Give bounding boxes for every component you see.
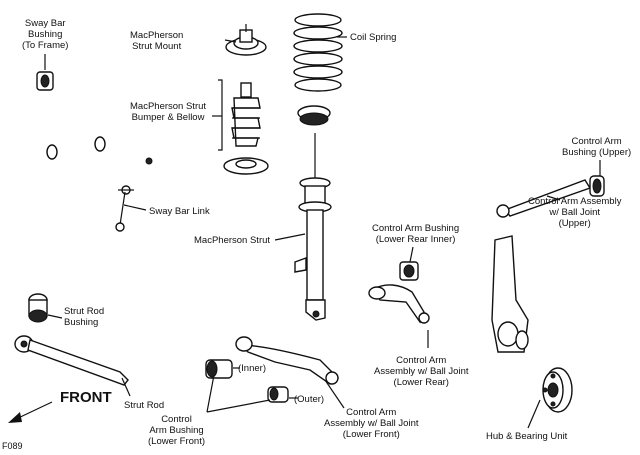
label-coil-spring: Coil Spring	[350, 32, 396, 43]
label-line: (Lower Rear)	[393, 377, 449, 388]
label-hub-bearing: Hub & Bearing Unit	[486, 431, 567, 442]
label-ca-assembly-lower-front: Control Arm Assembly w/ Ball Joint (Lowe…	[324, 407, 419, 440]
label-ca-assembly-upper: Control Arm Assembly w/ Ball Joint (Uppe…	[528, 196, 621, 229]
label-inner: (Inner)	[238, 363, 266, 374]
label-line: Control Arm Assembly	[528, 196, 622, 207]
label-ca-bushing-upper: Control Arm Bushing (Upper)	[562, 136, 631, 158]
label-line: Sway Bar Link	[149, 206, 210, 217]
label-line: Arm Bushing	[149, 425, 204, 436]
label-line: w/ Ball Joint	[549, 207, 601, 218]
lower-front-control-arm-part	[235, 336, 340, 385]
label-ca-assembly-lower-rear: Control Arm Assembly w/ Ball Joint (Lowe…	[374, 355, 469, 388]
label-outer: (Outer)	[294, 394, 324, 405]
label-line: Strut Mount	[132, 41, 182, 52]
strut-rod-part	[14, 335, 129, 386]
label-line: MacPherson Strut	[194, 235, 271, 246]
lower-front-inner-bushing-part	[205, 359, 233, 379]
sway-bar-bushing-part	[36, 71, 54, 91]
label-line: Control Arm	[346, 407, 397, 418]
label-bumper-bellow: MacPherson Strut Bumper & Bellow	[130, 101, 206, 123]
label-line: Control Arm	[571, 136, 622, 147]
label-line: Control	[161, 414, 192, 425]
label-line: Bumper & Bellow	[131, 112, 205, 123]
front-arrow-icon	[8, 401, 53, 423]
label-line: (Lower Rear Inner)	[375, 234, 456, 245]
label-line: Strut Rod	[124, 400, 165, 411]
label-line: Control Arm	[396, 355, 447, 366]
label-line: (Lower Front)	[342, 429, 400, 440]
label-line: (To Frame)	[22, 40, 69, 51]
label-line: (Inner)	[238, 363, 266, 374]
lower-front-outer-bushing-part	[267, 386, 289, 403]
label-strut-rod-bushing: Strut Rod Bushing	[64, 306, 104, 328]
label-line: Assembly w/ Ball Joint	[324, 418, 419, 429]
label-strut-mount: MacPherson Strut Mount	[130, 30, 183, 52]
label-line: Bushing (Upper)	[562, 147, 632, 158]
label-line: Hub & Bearing Unit	[486, 431, 568, 442]
label-sway-bar-link: Sway Bar Link	[149, 206, 210, 217]
upper-control-arm-part	[496, 175, 605, 218]
sway-bar-part	[4, 126, 153, 165]
label-line: Strut Rod	[64, 306, 105, 317]
label-strut-rod: Strut Rod	[124, 400, 164, 411]
label-line: (Lower Front)	[148, 436, 206, 447]
label-line: Assembly w/ Ball Joint	[374, 366, 469, 377]
lower-rear-control-arm-part	[368, 284, 430, 324]
label-line: Sway Bar	[24, 18, 66, 29]
label-line: (Outer)	[294, 394, 325, 405]
leader-lines	[44, 36, 601, 429]
label-line: Bushing	[28, 29, 63, 40]
strut-mount-part	[225, 24, 267, 56]
strut-rod-bushing-part	[28, 293, 48, 323]
lower-rear-bushing-part	[399, 261, 419, 281]
hub-bearing-part	[542, 367, 573, 413]
label-line: MacPherson	[130, 30, 184, 41]
label-sway-bar-bushing: Sway Bar Bushing (To Frame)	[22, 18, 68, 51]
bumper-bellow-part	[231, 82, 261, 147]
label-ca-bushing-lower-rear: Control Arm Bushing (Lower Rear Inner)	[372, 223, 459, 245]
spring-seat-part	[223, 157, 269, 175]
sway-bar-link-part	[115, 185, 134, 232]
strut-part	[294, 133, 332, 321]
label-macpherson-strut: MacPherson Strut	[194, 235, 270, 246]
label-line: Bushing	[64, 317, 99, 328]
upper-insulator-part	[297, 105, 331, 126]
coil-spring-part	[293, 13, 343, 92]
label-line: Control Arm Bushing	[372, 223, 460, 234]
label-ca-bushing-lower-front: Control Arm Bushing (Lower Front)	[148, 414, 205, 447]
label-line: (Upper)	[558, 218, 591, 229]
figure-id: F089	[2, 441, 23, 451]
label-line: MacPherson Strut	[130, 101, 207, 112]
front-direction-label: FRONT	[60, 389, 112, 406]
steering-knuckle-part	[491, 235, 529, 353]
label-line: Coil Spring	[350, 32, 397, 43]
